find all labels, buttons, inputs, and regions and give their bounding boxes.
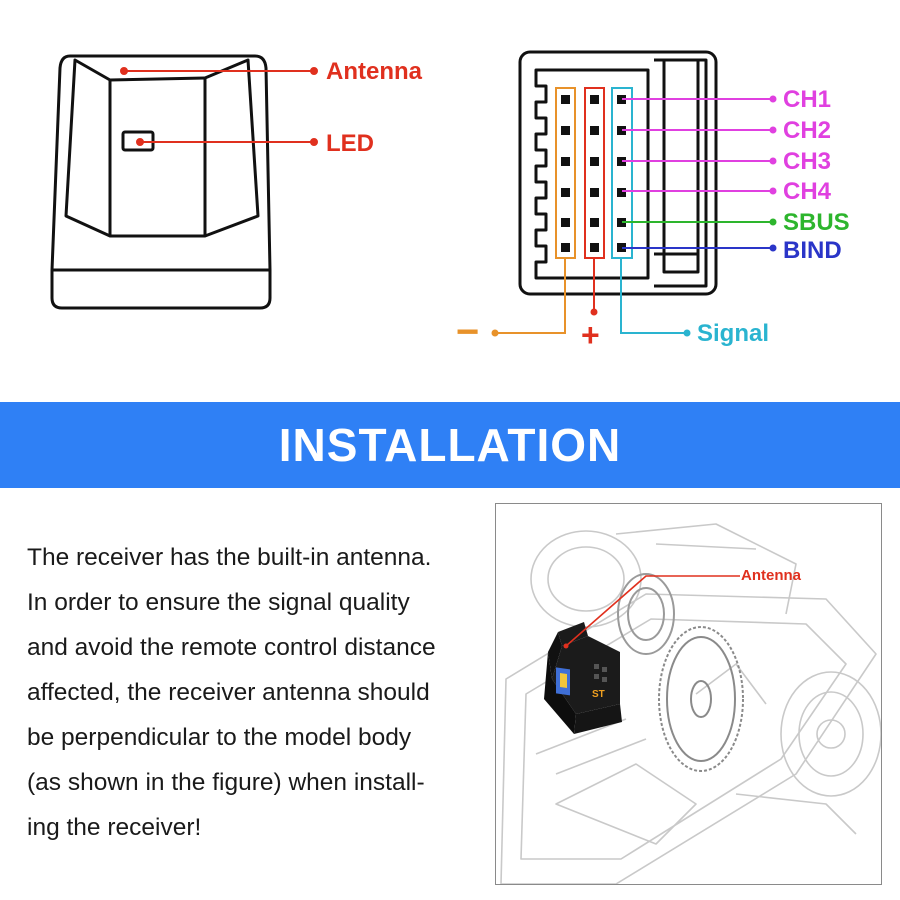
receiver-housing (518, 50, 718, 296)
instruction-line: (as shown in the figure) when install- (27, 769, 425, 796)
negative-label: − (456, 310, 479, 354)
channel-label-ch2: CH2 (783, 117, 831, 144)
led-callout-dot (136, 138, 144, 146)
receiver-logo: ST (592, 689, 605, 700)
rear-right-wheel (780, 671, 881, 797)
banner-title: INSTALLATION (278, 419, 622, 471)
signal-label: Signal (697, 320, 769, 347)
figure-antenna-label: Antenna (741, 567, 802, 584)
instruction-line: The receiver has the built-in antenna. (27, 544, 432, 571)
receiver-pinout-view: CH1 CH2 CH3 CH4 SBUS BIND − + Signal (456, 50, 850, 354)
antenna-callout-line (565, 575, 740, 647)
channel-label-sbus: SBUS (783, 209, 850, 236)
channel-label-ch4: CH4 (783, 178, 832, 205)
signal-column-highlight (611, 87, 633, 259)
antenna-callout-dot (120, 67, 128, 75)
instruction-line: be perpendicular to the model body (27, 724, 412, 751)
receiver-front-view: Antenna LED (50, 54, 423, 310)
antenna-label: Antenna (326, 58, 423, 85)
pin-header-block (534, 68, 650, 280)
signal-leader-line (620, 258, 687, 334)
led-label: LED (326, 130, 374, 157)
instruction-line: ing the receiver! (27, 814, 202, 841)
chassis-plate (500, 593, 877, 884)
instruction-line: In order to ensure the signal quality (27, 589, 410, 616)
receiver-left-facet (64, 58, 112, 238)
channel-label-ch1: CH1 (783, 86, 831, 113)
receiver-top-edge (109, 76, 206, 82)
negative-column-highlight (555, 87, 576, 259)
installation-figure: ST Antenna (495, 503, 882, 885)
pin-grid (561, 95, 626, 252)
receiver-unit: ST (544, 622, 622, 734)
receiver-outer-body (50, 54, 272, 310)
channel-label-ch3: CH3 (783, 148, 831, 175)
spur-gear (658, 626, 744, 772)
instruction-line: affected, the receiver antenna should (27, 679, 430, 706)
rc-chassis-illustration: ST Antenna (500, 523, 881, 884)
positive-column-highlight (584, 87, 605, 259)
channel-label-bind: BIND (783, 237, 842, 264)
front-left-wheel (530, 530, 642, 628)
negative-leader-line (495, 258, 566, 334)
positive-label: + (581, 317, 600, 353)
installation-banner: INSTALLATION (0, 402, 900, 488)
receiver-right-facet (203, 58, 260, 238)
installation-instructions: The receiver has the built-in antenna. I… (27, 535, 497, 850)
instruction-line: and avoid the remote control distance (27, 634, 436, 661)
receiver-clip-slot (662, 58, 700, 274)
